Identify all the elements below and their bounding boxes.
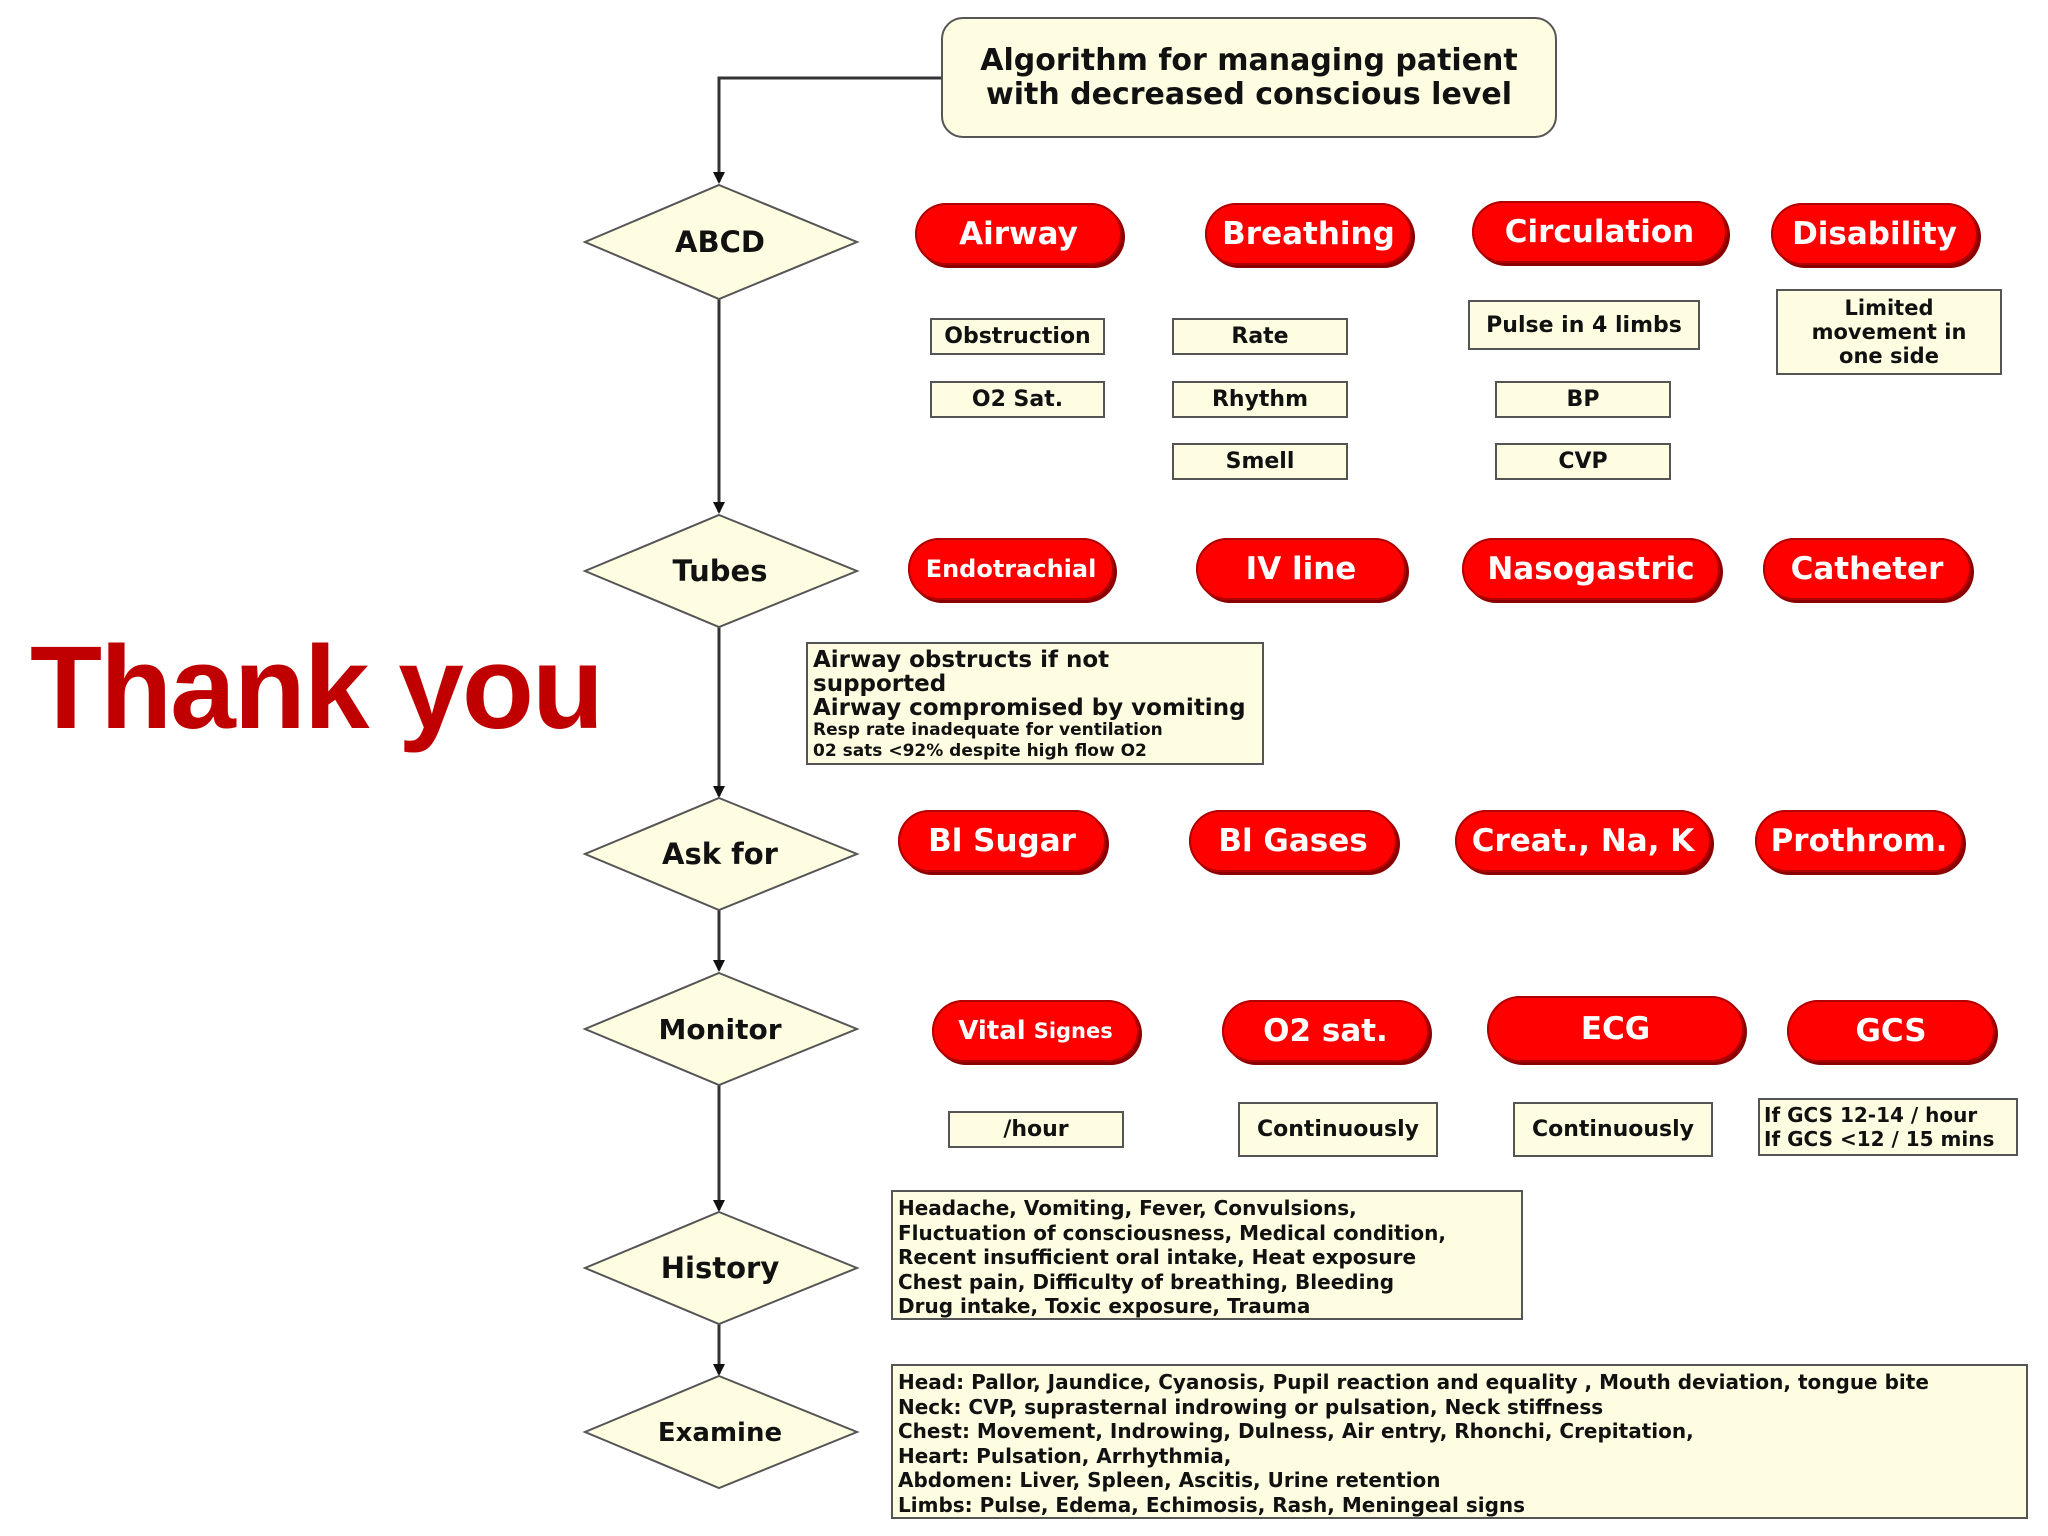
step-diamond-tubes: Tubes bbox=[582, 513, 860, 629]
history-line-4: Chest pain, Difficulty of breathing, Ble… bbox=[898, 1269, 1395, 1294]
history-details: Headache, Vomiting, Fever, Convulsions, … bbox=[891, 1190, 1523, 1320]
flowchart-title: Algorithm for managing patient with decr… bbox=[941, 17, 1557, 138]
pill-creat-na-k: Creat., Na, K bbox=[1455, 810, 1711, 872]
breathing-item-rhythm: Rhythm bbox=[1172, 381, 1348, 418]
examine-line-4: Heart: Pulsation, Arrhythmia, bbox=[898, 1443, 1232, 1468]
step-diamond-abcd: ABCD bbox=[582, 183, 860, 301]
pill-disability: Disability bbox=[1771, 203, 1978, 265]
flowchart-title-line-1: Algorithm for managing patient bbox=[980, 42, 1518, 78]
history-line-3: Recent insufficient oral intake, Heat ex… bbox=[898, 1245, 1417, 1269]
disability-line-1: Limited bbox=[1844, 296, 1934, 320]
circulation-item-pulse: Pulse in 4 limbs bbox=[1468, 300, 1700, 350]
airway-item-obstruction: Obstruction bbox=[930, 318, 1105, 355]
thank-you-heading: Thank you bbox=[30, 622, 604, 754]
pill-prothrom: Prothrom. bbox=[1755, 810, 1963, 872]
pill-o2-sat: O2 sat. bbox=[1222, 1000, 1429, 1062]
circulation-item-bp: BP bbox=[1495, 381, 1671, 418]
tubes-note-line-5: 02 sats <92% despite high flow O2 bbox=[813, 741, 1147, 761]
pill-ecg: ECG bbox=[1487, 996, 1744, 1062]
flowchart-title-line-2: with decreased conscious level bbox=[985, 76, 1512, 112]
step-diamond-monitor: Monitor bbox=[582, 971, 860, 1087]
circulation-item-cvp: CVP bbox=[1495, 443, 1671, 480]
step-diamond-history: History bbox=[582, 1210, 860, 1326]
tubes-note-line-4: Resp rate inadequate for ventilation bbox=[813, 720, 1163, 740]
history-line-5: Drug intake, Toxic exposure, Trauma bbox=[898, 1294, 1311, 1318]
examine-line-6: Limbs: Pulse, Edema, Echimosis, Rash, Me… bbox=[898, 1492, 1526, 1517]
monitor-item-o2-continuously: Continuously bbox=[1238, 1102, 1438, 1157]
history-line-1: Headache, Vomiting, Fever, Convulsions, bbox=[898, 1196, 1357, 1220]
breathing-item-smell: Smell bbox=[1172, 443, 1348, 480]
monitor-item-ecg-continuously: Continuously bbox=[1513, 1102, 1713, 1157]
disability-item: Limited movement in one side bbox=[1776, 289, 2002, 375]
examine-details: Head: Pallor, Jaundice, Cyanosis, Pupil … bbox=[891, 1364, 2028, 1519]
pill-airway: Airway bbox=[915, 203, 1122, 265]
pill-circulation: Circulation bbox=[1472, 201, 1727, 263]
step-label-tubes: Tubes bbox=[673, 554, 768, 588]
examine-line-5: Abdomen: Liver, Spleen, Ascitis, Urine r… bbox=[898, 1468, 1441, 1492]
breathing-item-rate: Rate bbox=[1172, 318, 1348, 355]
pill-catheter: Catheter bbox=[1763, 538, 1971, 600]
pill-breathing: Breathing bbox=[1205, 203, 1412, 265]
examine-line-3: Chest: Movement, Indrowing, Dulness, Air… bbox=[898, 1419, 1694, 1443]
pill-gcs: GCS bbox=[1787, 1000, 1995, 1062]
step-label-examine: Examine bbox=[658, 1418, 782, 1448]
step-label-history: History bbox=[661, 1251, 780, 1285]
disability-line-3: one side bbox=[1839, 344, 1939, 368]
tubes-note-line-1: Airway obstructs if not bbox=[813, 647, 1110, 673]
examine-line-1: Head: Pallor, Jaundice, Cyanosis, Pupil … bbox=[898, 1370, 1929, 1394]
gcs-line-1: If GCS 12-14 / hour bbox=[1764, 1103, 1978, 1127]
pill-endotrachial: Endotrachial bbox=[908, 538, 1114, 600]
tubes-note-line-3: Airway compromised by vomiting bbox=[813, 695, 1246, 721]
disability-line-2: movement in bbox=[1811, 320, 1967, 344]
monitor-item-per-hour: /hour bbox=[948, 1111, 1124, 1148]
step-label-monitor: Monitor bbox=[658, 1013, 781, 1046]
connector-title-abcd bbox=[713, 76, 941, 184]
history-line-2: Fluctuation of consciousness, Medical co… bbox=[898, 1220, 1446, 1245]
step-diamond-examine: Examine bbox=[582, 1374, 860, 1490]
pill-bl-sugar: Bl Sugar bbox=[898, 810, 1106, 872]
pill-vital-main: Vital bbox=[958, 1016, 1026, 1046]
gcs-line-2: If GCS <12 / 15 mins bbox=[1764, 1127, 1995, 1151]
airway-item-o2-sat: O2 Sat. bbox=[930, 381, 1105, 418]
step-diamond-askfor: Ask for bbox=[582, 796, 860, 912]
pill-iv-line: IV line bbox=[1196, 538, 1406, 600]
step-label-askfor: Ask for bbox=[662, 837, 779, 871]
monitor-item-gcs: If GCS 12-14 / hour If GCS <12 / 15 mins bbox=[1758, 1098, 2018, 1156]
pill-vital-small: Signes bbox=[1033, 1019, 1113, 1043]
pill-bl-gases: Bl Gases bbox=[1189, 810, 1397, 872]
step-label-abcd: ABCD bbox=[675, 225, 765, 259]
pill-vital-signes: Vital Signes bbox=[932, 1000, 1139, 1062]
pill-nasogastric: Nasogastric bbox=[1462, 538, 1720, 600]
examine-line-2: Neck: CVP, suprasternal indrowing or pul… bbox=[898, 1394, 1604, 1419]
tubes-note-line-2: supported bbox=[813, 671, 947, 697]
tubes-indications-note: Airway obstructs if not supported Airway… bbox=[806, 642, 1264, 765]
